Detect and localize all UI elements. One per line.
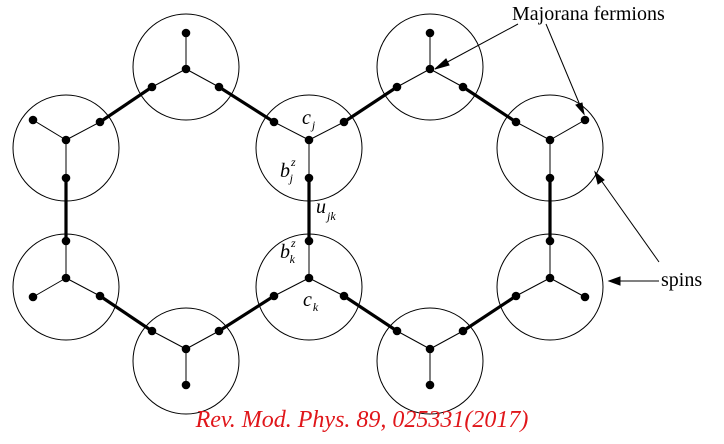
c-k-label: ck	[303, 289, 319, 314]
c-j-label: cj	[302, 107, 316, 132]
spin-circle	[376, 13, 484, 121]
c-k-base: c	[303, 289, 312, 311]
u-jk-label: ujk	[316, 196, 336, 223]
u-jk-base: u	[316, 196, 326, 218]
arrow-majorana-b	[545, 23, 583, 111]
b-j-sup: z	[290, 155, 296, 169]
majorana-fermions-label: Majorana fermions	[512, 3, 665, 25]
spin-circle	[376, 307, 484, 415]
arrowhead	[434, 58, 450, 70]
spin-circle	[132, 307, 240, 415]
arrow-majorana-a	[439, 23, 519, 67]
c-k-sub: k	[313, 300, 319, 314]
b-j-sub: j	[288, 171, 294, 185]
b-k-base: b	[280, 241, 290, 263]
u-jk-sub: jk	[325, 209, 336, 223]
arrow-spins-a	[597, 175, 660, 263]
c-j-sub: j	[310, 118, 316, 132]
b-k-sup: z	[290, 236, 296, 250]
citation: Rev. Mod. Phys. 89, 025331(2017)	[195, 407, 529, 433]
internal-bonds	[32, 33, 586, 385]
arrowhead	[575, 102, 585, 116]
majorana-dots	[28, 28, 590, 390]
arrowhead	[594, 170, 605, 185]
spin-circle	[132, 13, 240, 121]
hexagon-bonds	[64, 85, 552, 333]
c-j-base: c	[302, 107, 311, 129]
b-j-base: b	[280, 160, 290, 182]
annotation-arrows	[434, 23, 660, 286]
b-k-sub: k	[290, 252, 296, 266]
spins-label: spins	[661, 269, 702, 291]
arrowhead	[607, 276, 621, 286]
